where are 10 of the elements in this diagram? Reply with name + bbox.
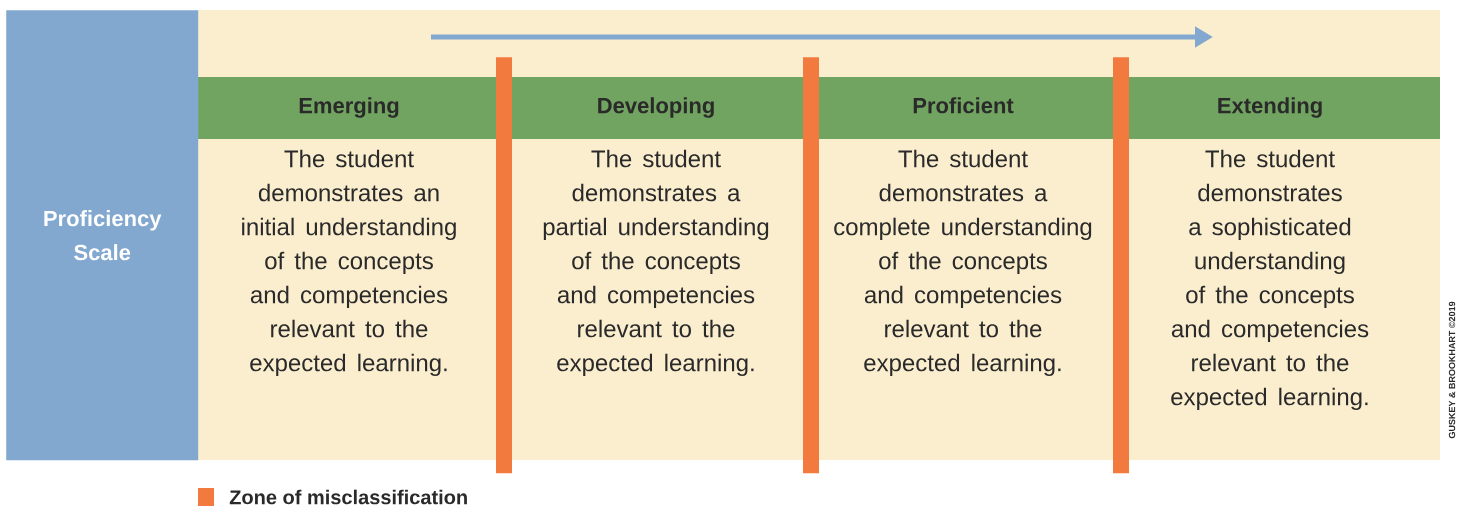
scale-box: Proficiency Scale [6, 10, 199, 461]
level-column: Emerging The student demonstrates an initial understanding of the concepts and competencies relevant to the expected learning. [242, 97, 456, 377]
zone-bar [803, 57, 819, 474]
level-column: Developing The student demonstrates a partial understanding of the concepts and competencies relevant to the expected learning. [543, 97, 769, 377]
legend-text: Zone of misclassification [229, 489, 467, 505]
level-column: Proficient The student demonstrates a complete understanding of the concepts and competencies relevant to the expected learning. [834, 97, 1092, 377]
level-column: Extending The student demonstrates a sophisticated understanding of the concepts and competencies relevant to the expected learning. [1171, 97, 1369, 411]
credit-text: GUSKEY & BROOKHART ©2019 [1448, 301, 1456, 439]
zone-bar [496, 57, 512, 474]
zone-bar [1113, 57, 1129, 474]
